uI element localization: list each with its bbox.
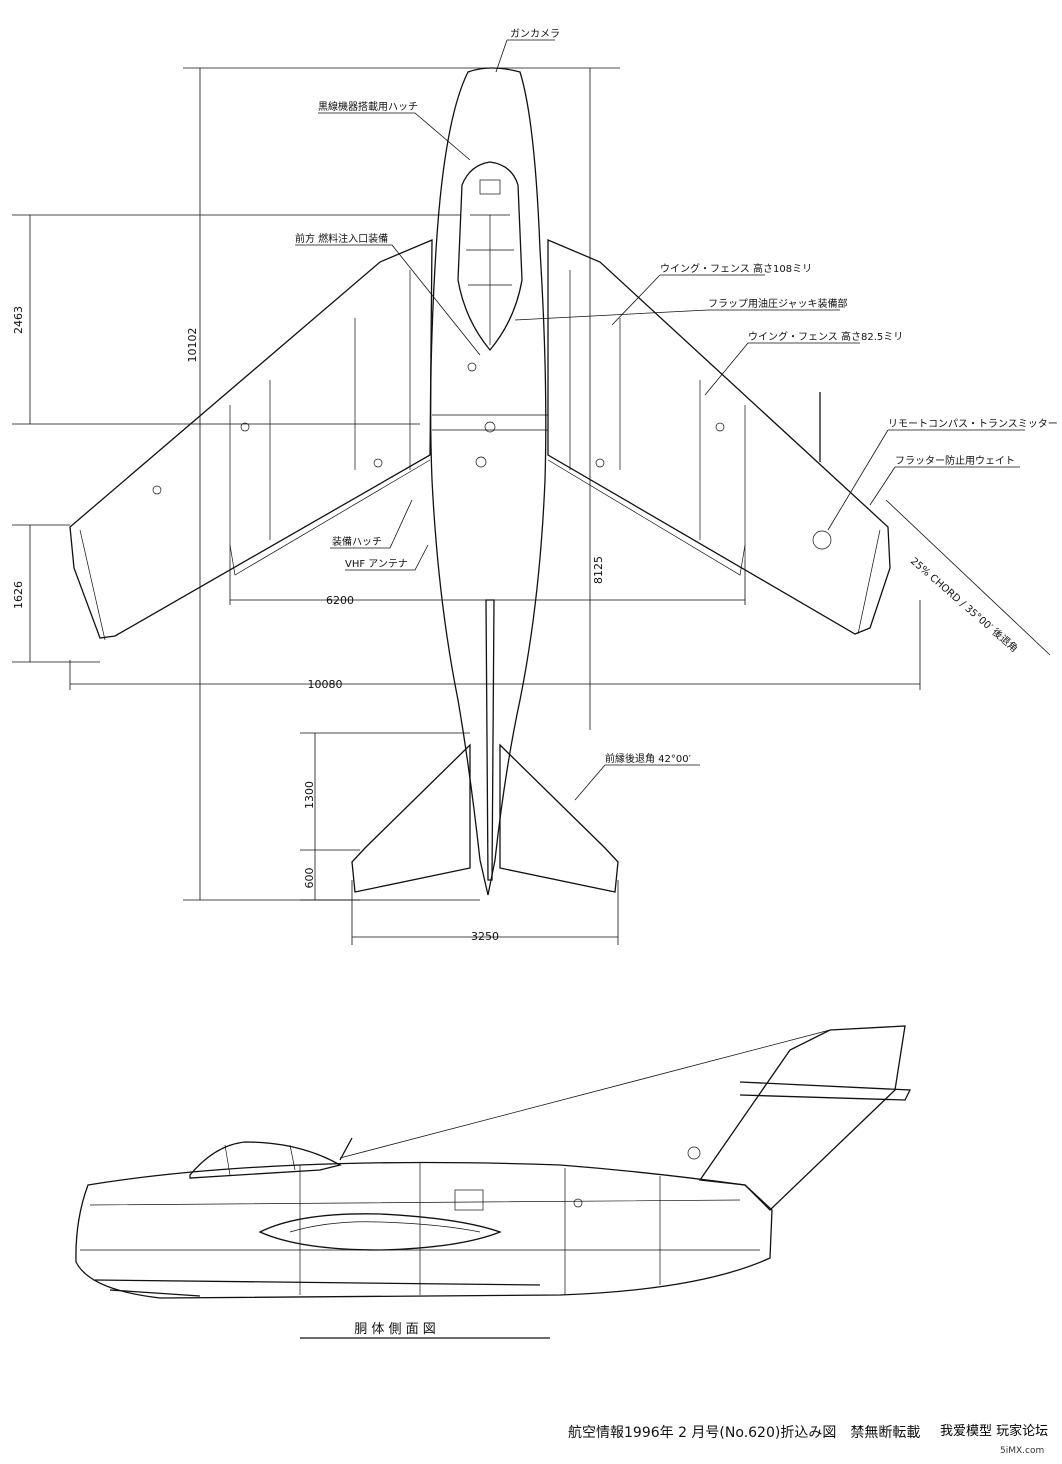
dim-2463: 2463 [12, 306, 25, 334]
dim-10080: 10080 [308, 678, 343, 691]
label-fence825: ウイング・フェンス 高さ82.5ミリ [748, 330, 903, 343]
watermark-site: 5iMX.com [1000, 1446, 1045, 1456]
label-flap-jack: フラップ用油圧ジャッキ装備部 [708, 297, 848, 310]
footer-credit: 航空情報1996年 2 月号(No.620)折込み図 禁無断転載 [568, 1425, 921, 1441]
dim-1300: 1300 [303, 781, 316, 809]
label-hatch2: 装備ハッチ [332, 535, 382, 548]
canopy-plan [457, 161, 523, 352]
fuselage-plan [430, 67, 547, 896]
plan-view [69, 67, 891, 896]
dim-600: 600 [303, 868, 316, 889]
left-wing [69, 239, 433, 639]
wing-root-side [258, 1213, 502, 1251]
label-flap-weight: フラッター防止用ウェイト [895, 454, 1015, 467]
label-vhf: VHF アンテナ [345, 558, 408, 570]
label-remote: リモートコンパス・トランスミッター [888, 418, 1058, 430]
dim-1626: 1626 [12, 581, 25, 609]
tail-fin-side [698, 1025, 906, 1211]
fuselage-side [75, 1161, 773, 1299]
dim-10102: 10102 [186, 328, 199, 363]
dim-8125: 8125 [592, 556, 605, 584]
side-view: 胴 体 側 面 図 [75, 1025, 912, 1339]
canopy-side [189, 1141, 342, 1179]
label-chord: 25% CHORD / 35°00′ 後退角 [908, 554, 1021, 654]
right-tailplane [499, 743, 619, 893]
plan-dimensions: 2463 10102 1626 6200 8125 10080 1300 600… [12, 67, 1051, 945]
label-fence108: ウイング・フェンス 高さ108ミリ [660, 262, 812, 275]
dim-6200: 6200 [326, 594, 354, 607]
label-hatch1: 黒線機器搭載用ハッチ [318, 100, 418, 113]
label-gun-camera: ガンカメラ [510, 28, 560, 40]
left-tailplane [351, 743, 471, 893]
watermark: 5iMX.com 我爱模型 玩家论坛 [940, 1424, 1048, 1456]
watermark-forum: 我爱模型 玩家论坛 [940, 1424, 1049, 1439]
label-fuel: 前方 燃料注入口装備 [295, 232, 388, 245]
side-view-title: 胴 体 側 面 図 [354, 1322, 436, 1337]
dim-3250: 3250 [471, 930, 499, 943]
right-wing [547, 239, 891, 635]
label-tail-sweep: 前縁後退角 42°00′ [605, 752, 692, 765]
